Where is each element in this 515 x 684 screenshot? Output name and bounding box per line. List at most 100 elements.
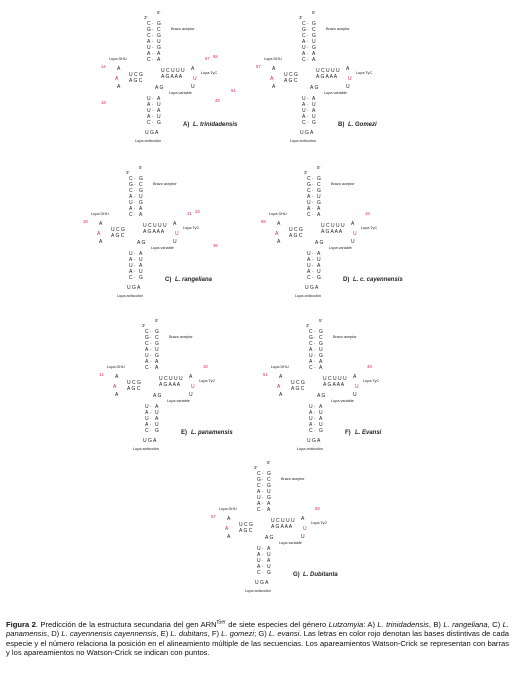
loop-base: A <box>272 66 276 72</box>
stem-base: C <box>147 33 151 39</box>
pair-mark: · <box>307 51 309 57</box>
three-prime-label: 3' <box>142 323 146 328</box>
three-prime-label: 3' <box>304 170 308 175</box>
stem-base: A <box>129 206 133 212</box>
stem-base: C <box>257 507 261 513</box>
loop-base: A <box>117 66 121 72</box>
panel-letter: C) <box>165 277 171 283</box>
pair-mark: · <box>307 108 309 114</box>
stem-base: A G C <box>111 233 125 239</box>
loop-base: A G <box>317 393 325 399</box>
dhu-loop-label: Lupa DHU <box>109 57 127 61</box>
stem-base: A <box>155 359 159 365</box>
stem-base: A <box>312 57 316 63</box>
stem-base: C <box>129 176 133 182</box>
pair-mark: · <box>314 329 316 335</box>
panel-species: L. trinidadensis <box>193 122 238 128</box>
pair-mark: · <box>134 212 136 218</box>
variable-loop-label: Lupa variable <box>169 91 192 95</box>
stem-base: A <box>307 269 311 275</box>
stem-base: U C G <box>129 72 143 78</box>
stem-base: U <box>312 114 316 120</box>
five-prime-label: 5' <box>312 10 316 15</box>
stem-base: C <box>312 27 316 33</box>
stem-base: U <box>157 102 161 108</box>
acceptor-arm-label: Brazo aceptor <box>326 27 350 31</box>
stem-base: U <box>129 263 133 269</box>
stem-base: A <box>129 269 133 275</box>
position-number: 49 <box>367 364 372 369</box>
five-prime-label: 5' <box>317 165 321 170</box>
stem-base: U <box>319 410 323 416</box>
variant-base: U <box>355 384 359 390</box>
loop-base: U <box>301 534 305 540</box>
pair-mark: · <box>262 489 264 495</box>
pair-mark: · <box>307 21 309 27</box>
pair-mark: · <box>314 347 316 353</box>
stem-base: C <box>309 329 313 335</box>
pair-mark: · <box>262 564 264 570</box>
stem-base: A <box>307 206 311 212</box>
pair-mark: · <box>150 347 152 353</box>
stem-base: G <box>139 188 143 194</box>
three-prime-label: 3' <box>254 465 258 470</box>
pair-mark: · <box>307 120 309 126</box>
variant-base: A <box>270 76 274 82</box>
loop-base: A G <box>310 85 318 91</box>
pair-mark: · <box>312 212 314 218</box>
stem-base: U <box>145 404 149 410</box>
tyc-loop-label: Lupa TyC <box>363 379 379 383</box>
variable-loop-label: Lupa variable <box>151 246 174 250</box>
pair-mark: · <box>134 269 136 275</box>
stem-base: G <box>302 27 306 33</box>
stem-base: U <box>157 39 161 45</box>
loop-base: A <box>117 84 121 90</box>
stem-base: A G A A A <box>321 229 343 235</box>
stem-base: A <box>319 404 323 410</box>
stem-base: U <box>307 251 311 257</box>
loop-base: A <box>346 66 350 72</box>
pair-mark: · <box>262 471 264 477</box>
stem-base: A <box>312 96 316 102</box>
loop-base: A <box>272 84 276 90</box>
loop-base: A <box>279 374 283 380</box>
stem-base: C <box>317 182 321 188</box>
stem-base: G <box>155 341 159 347</box>
panel-species: L. c. cayennensis <box>353 277 403 283</box>
stem-base: A <box>145 410 149 416</box>
pair-mark: · <box>150 416 152 422</box>
loop-base: A <box>353 374 357 380</box>
position-number: 57 <box>205 56 210 61</box>
pair-mark: · <box>150 410 152 416</box>
loop-base: A <box>99 239 103 245</box>
pair-mark: · <box>312 176 314 182</box>
stem-base: G <box>157 33 161 39</box>
stem-base: A <box>145 359 149 365</box>
stem-base: A G A A A <box>271 524 293 530</box>
stem-base: A <box>267 501 271 507</box>
tyc-loop-label: Lupa TyC <box>361 226 377 230</box>
loop-base: A <box>227 534 231 540</box>
stem-base: A <box>319 359 323 365</box>
pair-mark: · <box>152 39 154 45</box>
stem-base: U <box>312 39 316 45</box>
stem-base: A <box>129 194 133 200</box>
tyc-loop-label: Lupa TyC <box>199 379 215 383</box>
pair-mark: · <box>307 114 309 120</box>
stem-base: C <box>302 57 306 63</box>
loop-base: U <box>173 239 177 245</box>
pair-mark: · <box>262 495 264 501</box>
variable-loop-label: Lupa variable <box>167 399 190 403</box>
stem-base: A <box>147 102 151 108</box>
stem-base: U <box>157 114 161 120</box>
stem-base: G <box>257 477 261 483</box>
stem-base: U <box>267 564 271 570</box>
stem-base: C <box>307 188 311 194</box>
anticodon-base: U G A <box>300 130 314 136</box>
panel-letter: A) <box>183 122 189 128</box>
stem-base: G <box>312 45 316 51</box>
